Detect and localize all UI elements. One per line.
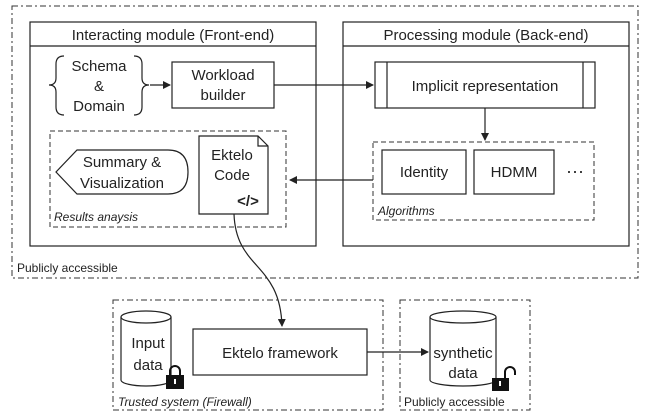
algorithm-hdmm-box [473, 149, 555, 195]
frontend-title: Interacting module (Front-end) [72, 27, 275, 44]
code-symbol: </> [237, 193, 259, 210]
schema-domain-node: Schema & Domain [48, 55, 150, 116]
algorithm-identity-label: Identity [400, 164, 449, 181]
right-brace [133, 55, 150, 116]
algorithms-region [372, 141, 595, 221]
results-analysis-region [49, 130, 287, 228]
summary-line2: Visualization [80, 175, 164, 192]
workload-line1: Workload [191, 67, 254, 84]
public-region-bottom [399, 299, 531, 411]
trusted-system-region [112, 299, 384, 411]
workload-line2: builder [200, 87, 245, 104]
algorithm-hdmm-label: HDMM [491, 164, 538, 181]
schema-line1: Schema [71, 58, 127, 75]
public-region-bottom-label: Publicly accessible [404, 395, 505, 409]
algorithms-more: ··· [566, 161, 584, 181]
results-analysis-label: Results anaysis [54, 210, 138, 224]
public-region-top-label: Publicly accessible [17, 261, 118, 275]
implicit-label: Implicit representation [412, 78, 559, 95]
lock-closed-icon [166, 365, 184, 389]
workload-builder-box [171, 61, 275, 109]
input-line2: data [133, 357, 163, 374]
synth-line1: synthetic [433, 345, 493, 362]
code-line2: Code [214, 167, 250, 184]
schema-line2: & [94, 78, 104, 95]
left-brace [48, 55, 65, 116]
trusted-system-label: Trusted system (Firewall) [118, 395, 252, 409]
summary-line1: Summary & [83, 154, 161, 171]
implicit-representation-box [374, 61, 596, 109]
synthetic-data-cylinder: synthetic data [429, 310, 497, 387]
schema-line3: Domain [73, 98, 125, 115]
input-data-cylinder: Input data [120, 310, 172, 387]
framework-label: Ektelo framework [222, 345, 338, 362]
synth-line2: data [448, 365, 478, 382]
public-region-top [11, 5, 639, 279]
ektelo-framework-box [192, 328, 368, 376]
backend-title: Processing module (Back-end) [383, 27, 588, 44]
lock-open-icon [492, 366, 516, 391]
summary-visualization-node [55, 149, 189, 195]
input-line1: Input [131, 335, 165, 352]
algorithm-identity-box [381, 149, 467, 195]
arrow-code-to-framework [233, 213, 286, 327]
code-line1: Ektelo [211, 147, 253, 164]
code-document-icon: Ektelo Code </> [198, 135, 269, 215]
algorithms-label: Algorithms [377, 204, 435, 218]
